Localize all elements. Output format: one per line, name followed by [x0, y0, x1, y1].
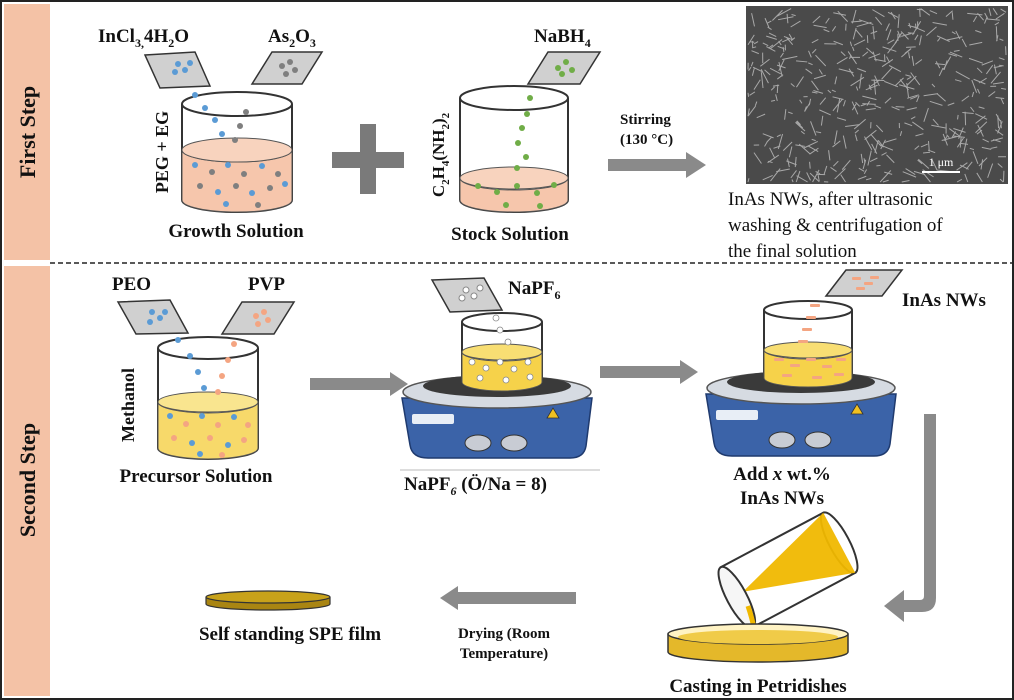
peo-powder: [147, 309, 168, 325]
reagent-incl3-label: InCl3,4H2O: [98, 26, 189, 50]
growth-solution-label: Growth Solution: [168, 221, 304, 242]
weighing-paper-incl3: [143, 51, 212, 89]
drying-arrow: [440, 586, 576, 610]
inas-powder: [852, 276, 879, 290]
weighing-paper-napf6: [430, 277, 504, 313]
add-inas-line1: Add x wt.%: [733, 464, 831, 485]
result-caption-line3: the final solution: [728, 241, 857, 262]
spe-film: [205, 590, 331, 611]
arrow-to-inas-mixing: [600, 360, 698, 384]
drying-label-line2: Temperature): [460, 646, 548, 662]
reagent-napf6-label: NaPF6: [508, 278, 560, 302]
precursor-falling-particles: [175, 337, 237, 395]
first-step-label: First Step: [15, 86, 40, 178]
inas-nanowire-particles: [774, 304, 846, 379]
weighing-paper-as2o3: [250, 51, 324, 85]
result-caption-line1: InAs NWs, after ultrasonic: [728, 189, 933, 210]
sem-image: 1 μm: [746, 6, 1008, 184]
reagent-inas-label: InAs NWs: [902, 290, 986, 311]
solvent-c2h4-nh2-2: C2H4(NH2)2: [429, 112, 452, 197]
spe-film-label: Self standing SPE film: [199, 624, 381, 645]
nabh4-powder: [555, 59, 575, 77]
plus-icon: [332, 124, 404, 194]
precursor-solution-label: Precursor Solution: [120, 466, 273, 487]
napf6-beaker: [461, 312, 543, 392]
incl3-powder: [172, 60, 193, 75]
stock-particles: [475, 95, 557, 209]
second-step-band: [4, 266, 50, 696]
reagent-peo-label: PEO: [112, 274, 151, 295]
pouring-beaker: [717, 511, 859, 629]
stock-solution-label: Stock Solution: [451, 224, 569, 245]
arrow-to-casting: [884, 414, 936, 622]
reagent-pvp-label: PVP: [248, 274, 285, 295]
solvent-peg-eg: PEG + EG: [152, 111, 172, 193]
petri-dish: [667, 623, 849, 663]
solvent-methanol: Methanol: [118, 368, 138, 442]
reagent-nabh4-label: NaBH4: [534, 26, 591, 50]
result-caption-line2: washing & centrifugation of: [728, 215, 943, 236]
add-inas-line2: InAs NWs: [740, 488, 824, 509]
growth-falling-particles: [192, 92, 249, 143]
precursor-solution-particles: [167, 413, 251, 458]
napf6-ratio-label: NaPF6 (Ö/Na = 8): [404, 474, 547, 498]
reagent-as2o3-label: As2O3: [268, 26, 316, 50]
growth-solution-particles: [192, 162, 288, 208]
first-step-band: [4, 4, 50, 260]
as2o3-powder: [279, 59, 298, 77]
second-step-label: Second Step: [15, 423, 40, 537]
sem-scale-bar-label: 1 μm: [929, 155, 954, 169]
napf6-powder: [458, 284, 484, 302]
stirring-label-line2: (130 °C): [620, 132, 673, 148]
weighing-paper-nabh4: [526, 51, 602, 85]
inas-beaker: [763, 300, 853, 388]
arrow-to-napf6-mixing: [310, 372, 408, 396]
stirring-label-line1: Stirring: [620, 112, 671, 128]
napf6-particles: [468, 314, 534, 384]
drying-label-line1: Drying (Room: [458, 626, 551, 642]
pvp-powder: [253, 309, 271, 327]
stirring-arrow: [608, 152, 706, 178]
weighing-paper-peo: [116, 299, 190, 335]
casting-label: Casting in Petridishes: [669, 676, 846, 697]
